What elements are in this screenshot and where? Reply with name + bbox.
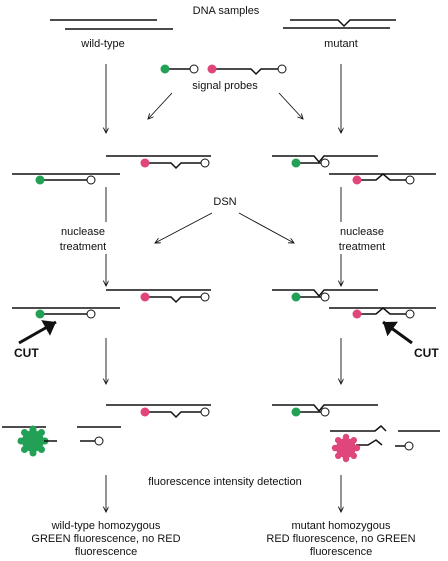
result-right-line3: fluorescence — [310, 546, 372, 558]
green-fluorophore-icon — [160, 64, 170, 74]
nuclease-treatment-right-line2: treatment — [339, 241, 385, 253]
wild-type-label: wild-type — [80, 38, 124, 50]
arrow-icon — [148, 92, 173, 119]
result-left-line3: fluorescence — [75, 546, 137, 558]
dsn-label: DSN — [213, 196, 236, 208]
arrow-icon — [155, 212, 213, 243]
wild-type-red-probe-duplex — [106, 155, 211, 170]
green-signal-probe — [160, 64, 199, 74]
mutant-green-probe-duplex — [272, 289, 378, 302]
wild-type-green-probe-duplex — [12, 307, 120, 319]
wild-type-green-probe-cleaved — [2, 425, 121, 457]
mutant-red-probe-cleaved — [330, 424, 440, 463]
wild-type-red-probe-duplex — [106, 289, 211, 304]
cut-label-left: CUT — [14, 346, 39, 360]
nuclease-treatment-left-line2: treatment — [60, 241, 106, 253]
signal-probes-label: signal probes — [192, 80, 258, 92]
red-fluorescence-burst-icon — [331, 433, 361, 463]
red-signal-probe — [207, 64, 287, 76]
cut-label-right: CUT — [414, 346, 439, 360]
cut-arrow-right-icon — [382, 320, 413, 345]
result-right-line1: mutant homozygous — [291, 520, 391, 532]
mutant-dna-sample — [283, 19, 396, 29]
result-left-line2: GREEN fluorescence, no RED — [31, 533, 180, 545]
result-left-line1: wild-type homozygous — [51, 520, 161, 532]
mutant-red-probe-duplex — [329, 173, 436, 185]
mutant-label: mutant — [324, 38, 358, 50]
result-right-line2: RED fluorescence, no GREEN — [266, 533, 415, 545]
arrow-icon — [238, 212, 294, 243]
green-fluorescence-burst-icon — [17, 425, 49, 457]
cut-arrow-left-icon — [18, 320, 57, 345]
nuclease-treatment-right-line1: nuclease — [340, 226, 384, 238]
wild-type-green-probe-duplex — [12, 173, 120, 185]
title: DNA samples — [193, 5, 260, 17]
mutant-red-probe-duplex — [329, 307, 436, 319]
arrow-icon — [278, 92, 303, 119]
wild-type-dna-sample — [50, 19, 173, 30]
mutant-green-probe-intact — [272, 404, 378, 417]
nuclease-treatment-left-line1: nuclease — [61, 226, 105, 238]
fluorescence-detection-label: fluorescence intensity detection — [148, 476, 301, 488]
red-fluorophore-icon — [207, 64, 217, 74]
wild-type-red-probe-intact — [106, 404, 211, 419]
mutant-green-probe-duplex — [272, 155, 378, 168]
